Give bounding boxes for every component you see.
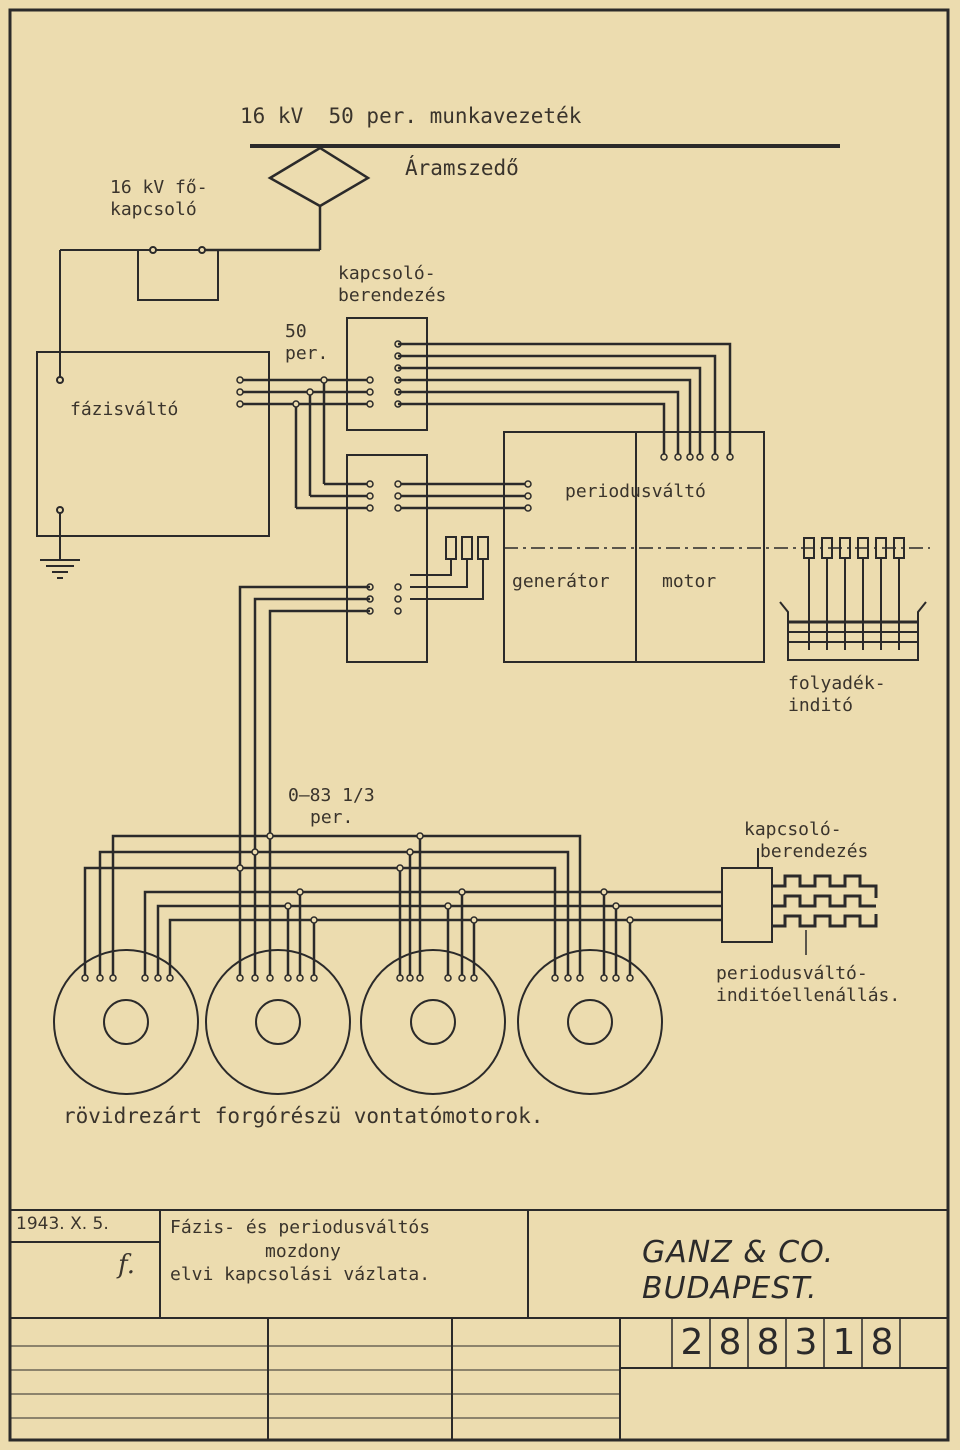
phase-converter-box — [36, 351, 270, 560]
traction-motor-2 — [205, 949, 351, 1095]
liquid-starter-symbol — [779, 537, 927, 661]
traction-motor-1 — [53, 949, 199, 1095]
switchgear-right-label-line1: kapcsoló- — [744, 819, 842, 840]
phase-converter-label: fázisváltó — [70, 399, 179, 420]
traction-bus — [83, 834, 722, 975]
traction-motor-4 — [517, 949, 663, 1095]
title-block-grid — [10, 1209, 948, 1440]
drawing-number-digit-3: 8 — [756, 1322, 780, 1363]
main-switch-label-line2: kapcsoló — [110, 199, 197, 220]
traction-motor-3 — [360, 949, 506, 1095]
variable-frequency-bus — [238, 585, 370, 868]
switchgear-right-label-line2: berendezés — [760, 841, 869, 862]
switchgear-middle-box — [346, 454, 428, 663]
sheet-border — [8, 8, 950, 1442]
drawing-number-digit-5: 1 — [832, 1322, 856, 1363]
switchgear-top-box — [346, 317, 428, 431]
initials-signature: f. — [118, 1250, 135, 1280]
pantograph-symbol — [205, 146, 371, 252]
generator-label: generátor — [512, 571, 610, 592]
phase-converter-nodes — [236, 340, 402, 408]
starting-resistor-label-line2: inditóellenállás. — [716, 985, 901, 1006]
frequency-converter-box — [503, 431, 930, 663]
date-stamp: 1943. X. 5. — [16, 1214, 109, 1234]
motor-label: motor — [662, 571, 717, 592]
drawing-number-digit-1: 2 — [680, 1322, 704, 1363]
liquid-starter-label-line2: inditó — [788, 695, 854, 716]
motor-terminals — [660, 453, 734, 461]
frequency-50-label-line2: per. — [285, 343, 329, 364]
catenary-label: 16 kV 50 per. munkavezeték — [240, 104, 582, 128]
drawing-title-line3: elvi kapcsolási vázlata. — [170, 1264, 431, 1285]
drawing-number-digit-2: 8 — [718, 1322, 742, 1363]
phase-converter-output — [240, 378, 370, 510]
motor-terminals-bottom — [81, 974, 634, 982]
traction-motors — [53, 949, 663, 1095]
drawing-title-line1: Fázis- és periodusváltós — [170, 1217, 431, 1238]
pantograph-label: Áramszedő — [405, 156, 519, 180]
starting-resistor-label-line1: periodusváltó- — [716, 963, 868, 984]
switchgear-to-motor-leads — [398, 342, 732, 455]
switchgear-top-label-line2: berendezés — [338, 285, 447, 306]
frequency-range-label-line2: per. — [310, 807, 354, 828]
bus-junctions — [236, 832, 634, 924]
switchgear-to-converter — [398, 482, 528, 510]
traction-motors-label: rövidrezárt forgórészü vontatómotorok. — [63, 1104, 544, 1128]
liquid-starter-label-line1: folyadék- — [788, 673, 886, 694]
generator-slip-rings — [410, 536, 489, 600]
ground-symbol — [40, 559, 80, 579]
frequency-converter-label: periodusváltó — [565, 481, 706, 502]
switchgear-top-label-line1: kapcsoló- — [338, 263, 436, 284]
main-switch-box — [56, 246, 219, 384]
main-switch-label-line1: 16 kV fő- — [110, 177, 208, 198]
company-name: GANZ & CO. — [642, 1235, 835, 1270]
frequency-range-label-line1: 0—83 1/3 — [288, 785, 375, 806]
switchgear-nodes — [366, 480, 532, 615]
starting-resistor-symbol — [772, 874, 878, 955]
drawing-number-digit-6: 8 — [870, 1322, 894, 1363]
company-city: BUDAPEST. — [642, 1271, 818, 1306]
frequency-50-label-line1: 50 — [285, 321, 307, 342]
drawing-title-line2: mozdony — [265, 1241, 341, 1262]
drawing-number-digit-4: 3 — [794, 1322, 818, 1363]
